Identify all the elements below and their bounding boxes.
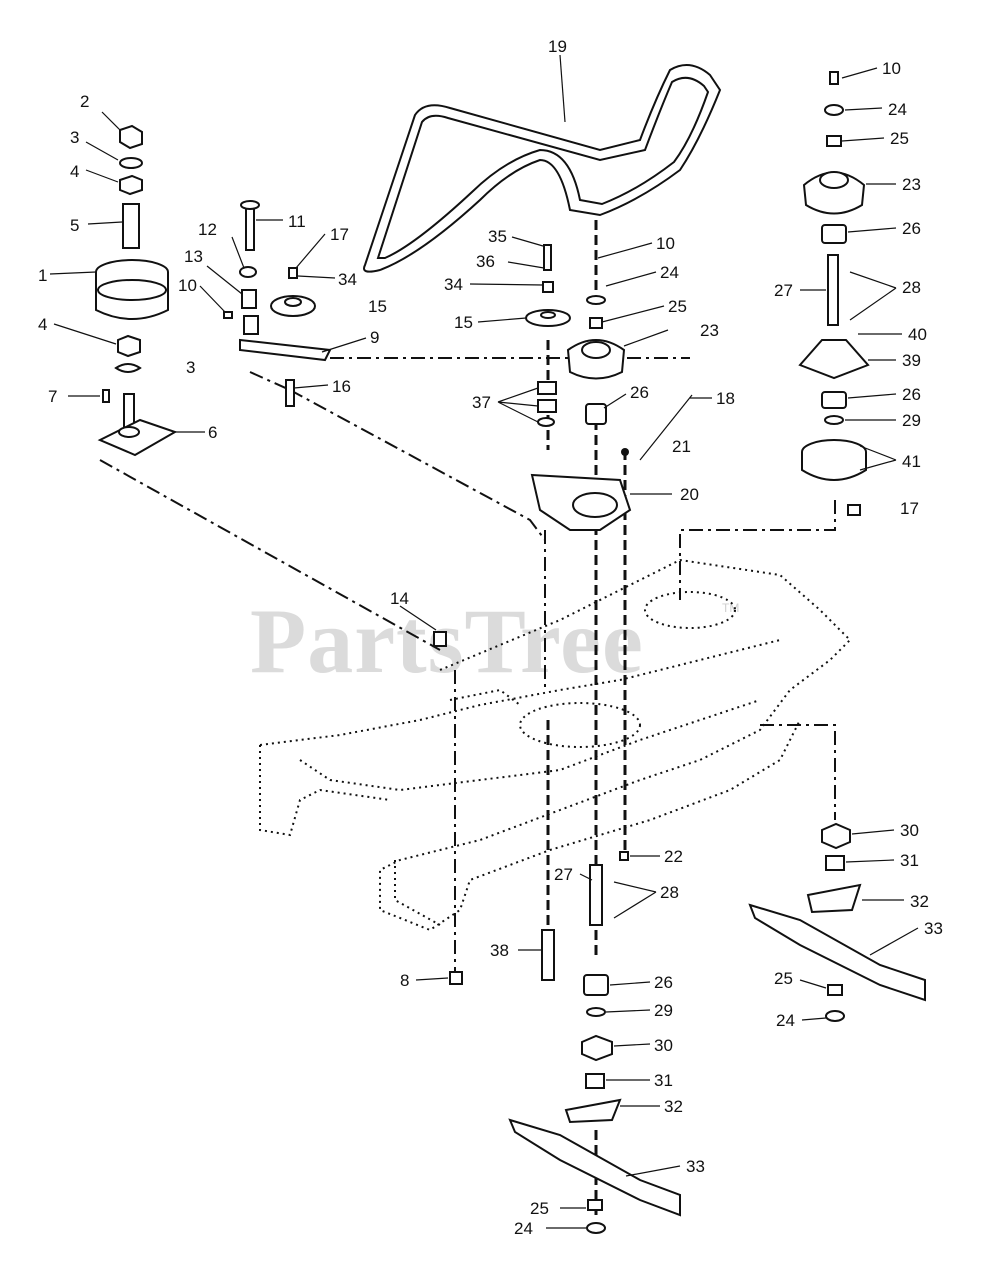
center-spindle-assembly [525, 244, 693, 531]
callout-4b: 4 [38, 315, 47, 334]
callout-8: 8 [400, 971, 409, 990]
lower-blade-assemblies [433, 631, 926, 1234]
callout-22: 22 [664, 847, 683, 866]
callout-17b: 17 [900, 499, 919, 518]
callout-21: 21 [672, 437, 691, 456]
callout-17: 17 [330, 225, 349, 244]
callout-28b: 28 [660, 883, 679, 902]
callout-18: 18 [716, 389, 735, 408]
callout-14: 14 [390, 589, 409, 608]
callout-36: 36 [476, 252, 495, 271]
callout-37: 37 [472, 393, 491, 412]
callout-24c: 24 [776, 1011, 795, 1030]
callout-32: 32 [910, 892, 929, 911]
callout-9: 9 [370, 328, 379, 347]
callout-30: 30 [900, 821, 919, 840]
callout-34b: 34 [444, 275, 463, 294]
callout-7: 7 [48, 387, 57, 406]
callout-27: 27 [774, 281, 793, 300]
callout-10b: 10 [656, 234, 675, 253]
callout-32b: 32 [664, 1097, 683, 1116]
callout-20: 20 [680, 485, 699, 504]
callout-12: 12 [198, 220, 217, 239]
callout-27b: 27 [554, 865, 573, 884]
callout-5: 5 [70, 216, 79, 235]
callout-31: 31 [900, 851, 919, 870]
callout-29: 29 [902, 411, 921, 430]
callout-11: 11 [288, 212, 306, 231]
callout-1: 1 [38, 266, 47, 285]
callout-25: 25 [668, 297, 687, 316]
callout-13: 13 [184, 247, 203, 266]
mower-deck-housing [259, 558, 852, 932]
callout-15b: 15 [454, 313, 473, 332]
callout-25c: 25 [774, 969, 793, 988]
callout-3b: 3 [186, 358, 195, 377]
callout-26b: 26 [902, 219, 921, 238]
callout-10c: 10 [882, 59, 901, 78]
idler-arm-assembly [223, 200, 332, 407]
callout-28: 28 [902, 278, 921, 297]
callout-26c: 26 [902, 385, 921, 404]
callout-26d: 26 [654, 973, 673, 992]
callout-30b: 30 [654, 1036, 673, 1055]
callout-33: 33 [924, 919, 943, 938]
callout-25d: 25 [530, 1199, 549, 1218]
callout-24: 24 [660, 263, 679, 282]
callout-40: 40 [908, 325, 927, 344]
callout-33b: 33 [686, 1157, 705, 1176]
callout-29b: 29 [654, 1001, 673, 1020]
callout-4: 4 [70, 162, 79, 181]
callout-23: 23 [700, 321, 719, 340]
callout-26: 26 [630, 383, 649, 402]
callout-23b: 23 [902, 175, 921, 194]
callout-10: 10 [178, 276, 197, 295]
callout-19: 19 [548, 37, 567, 56]
callout-16: 16 [332, 377, 351, 396]
callout-24d: 24 [514, 1219, 533, 1238]
callout-24b: 24 [888, 100, 907, 119]
callout-25b: 25 [890, 129, 909, 148]
callout-labels: 1 2 3 4 5 4 3 7 6 12 11 17 13 34 10 15 9… [38, 37, 943, 1238]
callout-31b: 31 [654, 1071, 673, 1090]
left-idler-assembly [95, 124, 178, 457]
callout-6: 6 [208, 423, 217, 442]
callout-38: 38 [490, 941, 509, 960]
assembly-lines [99, 205, 836, 1220]
callout-39: 39 [902, 351, 921, 370]
callout-34: 34 [338, 270, 357, 289]
callout-15: 15 [368, 297, 387, 316]
leader-lines [49, 54, 919, 1229]
callout-2: 2 [80, 92, 89, 111]
right-spindle-assembly [798, 71, 870, 516]
callout-35: 35 [488, 227, 507, 246]
drive-belt [363, 64, 722, 273]
callout-41: 41 [902, 452, 921, 471]
callout-3: 3 [70, 128, 79, 147]
